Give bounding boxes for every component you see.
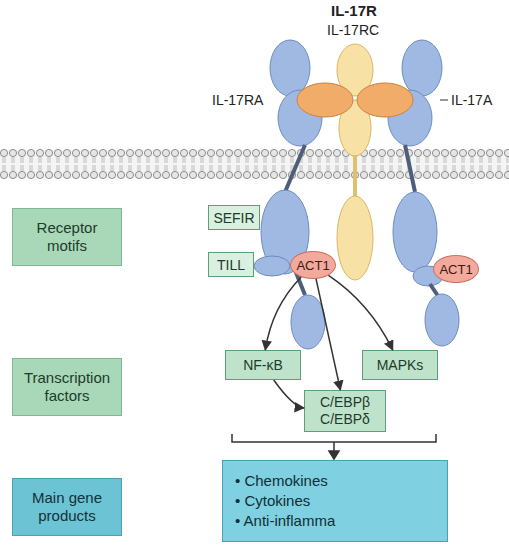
signal-arrow [265, 277, 301, 350]
diagram-title: IL-17R [331, 2, 377, 19]
node-text: Main gene products [17, 489, 117, 525]
node-text: Receptor motifs [17, 219, 117, 255]
node-text: ACT1 [439, 262, 472, 277]
factor-box: C/EBPβ C/EBPδ [304, 390, 386, 432]
node-text: MAPKs [377, 357, 424, 374]
part-label: IL-17RA [212, 92, 263, 108]
motif-box: SEFIR [208, 205, 260, 230]
factor-box: MAPKs [362, 350, 438, 380]
signal-arrow [328, 275, 392, 350]
adaptor-ellipse: ACT1 [290, 251, 336, 279]
node-text: Transcription factors [17, 369, 117, 405]
factor-box: NF-κB [225, 350, 301, 380]
node-text: • Anti-inflamma [235, 511, 335, 531]
row-heading: Transcription factors [12, 358, 122, 416]
node-text: TILL [217, 257, 245, 273]
row-heading: Receptor motifs [12, 208, 122, 266]
signal-arrow [316, 279, 340, 390]
receptor-stalks [285, 145, 415, 198]
part-label: IL-17A [451, 92, 492, 108]
signal-arrow [274, 380, 304, 408]
cell-membrane [0, 149, 509, 178]
part-label: IL-17RC [327, 22, 379, 38]
merge-bracket [232, 434, 436, 459]
motif-box: TILL [208, 252, 254, 277]
node-text: SEFIR [213, 210, 254, 226]
gene-products-box: • Chemokines• Cytokines• Anti-inflamma [222, 460, 448, 542]
node-text: • Cytokines [235, 491, 310, 511]
node-text: NF-κB [243, 357, 283, 374]
receptor-intracellular [254, 190, 459, 349]
row-heading: Main gene products [12, 478, 122, 536]
node-text: • Chemokines [235, 471, 328, 491]
node-text: C/EBPβ C/EBPδ [316, 394, 374, 428]
node-text: ACT1 [296, 258, 329, 273]
receptor-extracellular [270, 40, 448, 156]
adaptor-ellipse: ACT1 [433, 255, 479, 283]
